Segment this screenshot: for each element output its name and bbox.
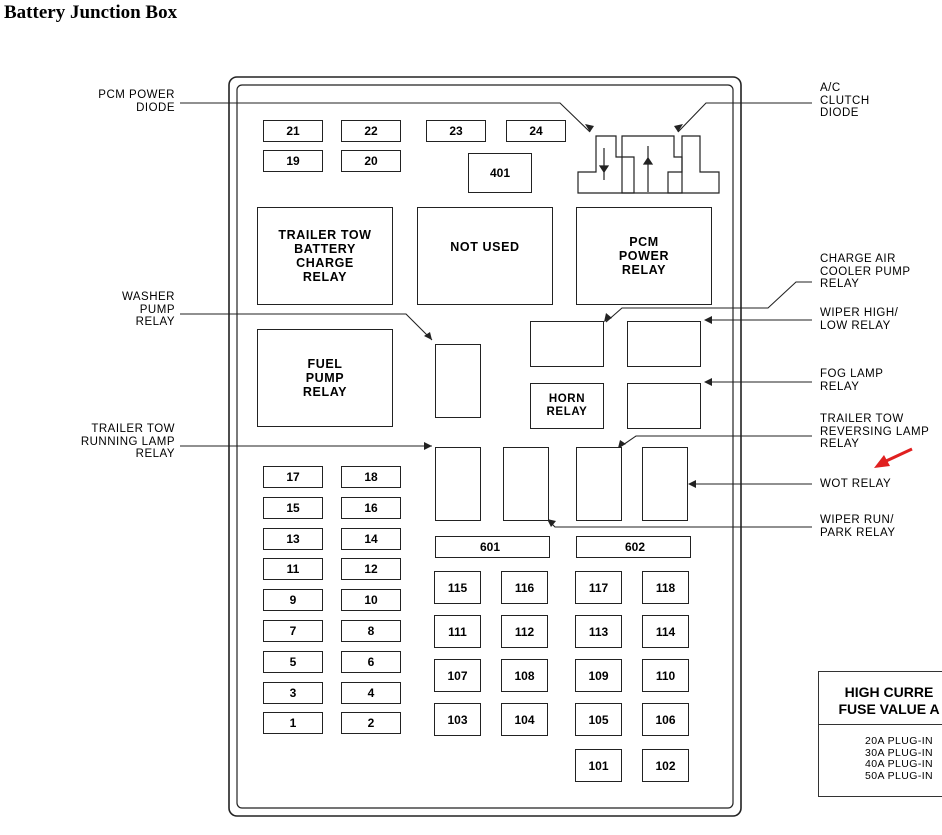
fuse-16: 16 [341, 496, 401, 519]
legend-row: 50A PLUG-IN [865, 769, 934, 782]
fuse-20: 20 [341, 150, 401, 172]
fuse-14: 14 [341, 527, 401, 550]
label-wot-relay: WOT RELAY [820, 478, 892, 490]
fuse-6: 6 [341, 650, 401, 673]
legend-title-line2: FUSE VALUE A [838, 701, 940, 717]
fuse-110: 110 [642, 659, 689, 692]
fuse-105: 105 [575, 703, 622, 736]
fuse-19: 19 [263, 150, 323, 172]
fuse-117: 117 [575, 571, 622, 604]
fuse-legend-table: HIGH CURRE FUSE VALUE A 20A PLUG-IN 30A … [818, 671, 942, 797]
trailer-tow-battery-charge-relay: TRAILER TOW BATTERY CHARGE RELAY [257, 207, 393, 305]
fuse-24: 24 [506, 120, 566, 142]
fuel-pump-relay: FUEL PUMP RELAY [257, 329, 393, 427]
pcm-power-relay: PCM POWER RELAY [576, 207, 712, 305]
label-charge-air-cooler-pump-relay: CHARGE AIR COOLER PUMP RELAY [820, 253, 911, 290]
label-fog-lamp-relay: FOG LAMP RELAY [820, 368, 884, 393]
fuse-15: 15 [263, 496, 323, 519]
fuse-11: 11 [263, 558, 323, 581]
fuse-12: 12 [341, 558, 401, 581]
horn-relay: HORN RELAY [530, 383, 604, 429]
label-washer-pump-relay: WASHER PUMP RELAY [121, 291, 175, 328]
not-used-relay: NOT USED [417, 207, 553, 305]
charge-air-cooler-pump-relay [530, 321, 604, 367]
fog-lamp-relay [627, 383, 701, 429]
fuse-107: 107 [434, 659, 481, 692]
red-arrow-icon [874, 447, 913, 468]
fuse-112: 112 [501, 615, 548, 648]
legend-title: HIGH CURRE FUSE VALUE A [819, 672, 942, 725]
fuse-5: 5 [263, 650, 323, 673]
fuse-4: 4 [341, 681, 401, 704]
fuse-115: 115 [434, 571, 481, 604]
fuse-2: 2 [341, 712, 401, 735]
label-trailer-tow-running-lamp-relay: TRAILER TOW RUNNING LAMP RELAY [80, 423, 175, 460]
fuse-10: 10 [341, 589, 401, 612]
wot-relay [642, 447, 688, 521]
fuse-118: 118 [642, 571, 689, 604]
fuse-601: 601 [435, 536, 550, 558]
fuse-9: 9 [263, 589, 323, 612]
fuse-109: 109 [575, 659, 622, 692]
fuse-113: 113 [575, 615, 622, 648]
label-wiper-high-low-relay: WIPER HIGH/ LOW RELAY [820, 307, 899, 332]
fuse-116: 116 [501, 571, 548, 604]
washer-pump-relay [435, 344, 481, 418]
trailer-tow-reversing-lamp-relay [576, 447, 622, 521]
fuse-104: 104 [501, 703, 548, 736]
label-trailer-tow-reversing-lamp-relay: TRAILER TOW REVERSING LAMP RELAY [820, 413, 930, 450]
fuse-17: 17 [263, 466, 323, 488]
fuse-7: 7 [263, 620, 323, 642]
page-title: Battery Junction Box [4, 2, 178, 23]
legend-row: 40A PLUG-IN [865, 758, 934, 770]
wiper-run-park-relay [503, 447, 549, 521]
legend-row: 30A PLUG-IN [865, 746, 934, 759]
legend-row: 20A PLUG-IN [865, 735, 934, 747]
fuse-401: 401 [468, 153, 532, 193]
trailer-tow-running-lamp-relay [435, 447, 481, 521]
fuse-111: 111 [434, 615, 481, 648]
fuse-102: 102 [642, 749, 689, 782]
fuse-602: 602 [576, 536, 691, 558]
fuse-8: 8 [341, 620, 401, 642]
fuse-21: 21 [263, 120, 323, 142]
fuse-114: 114 [642, 615, 689, 648]
label-pcm-power-diode: PCM POWER DIODE [98, 89, 175, 114]
fuse-3: 3 [263, 681, 323, 704]
fuse-101: 101 [575, 749, 622, 782]
fuse-106: 106 [642, 703, 689, 736]
legend-title-line1: HIGH CURRE [844, 684, 934, 700]
diode-connector [577, 135, 720, 194]
fuse-23: 23 [426, 120, 486, 142]
wiper-high-low-relay [627, 321, 701, 367]
label-wiper-run-park-relay: WIPER RUN/ PARK RELAY [820, 514, 896, 539]
fuse-22: 22 [341, 120, 401, 142]
fuse-18: 18 [341, 466, 401, 488]
fuse-103: 103 [434, 703, 481, 736]
fuse-13: 13 [263, 527, 323, 550]
fuse-108: 108 [501, 659, 548, 692]
fuse-1: 1 [263, 712, 323, 735]
label-ac-clutch-diode: A/C CLUTCH DIODE [820, 82, 870, 119]
